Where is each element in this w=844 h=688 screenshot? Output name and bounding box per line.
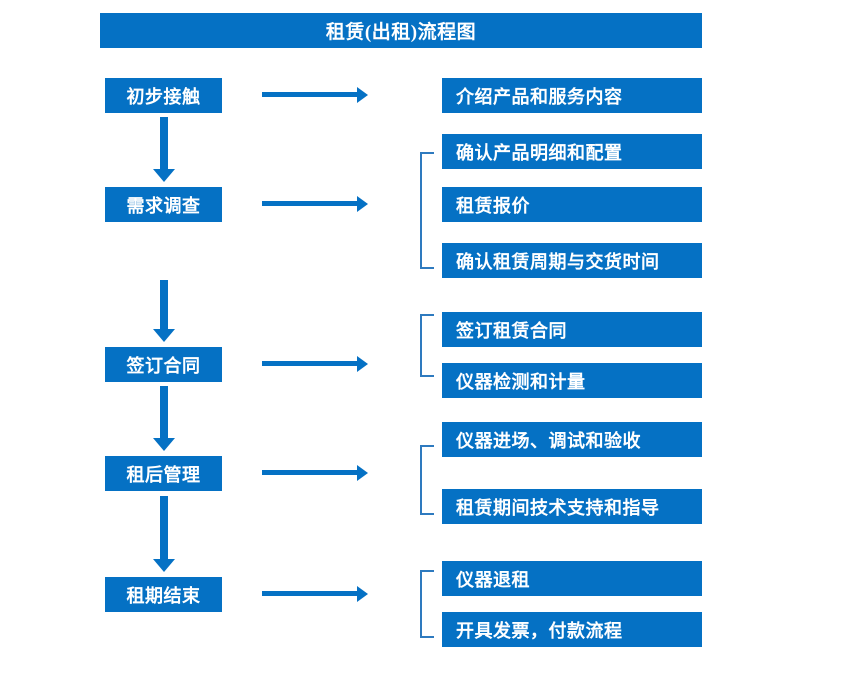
arrow-shaft [160,496,168,559]
arrow-head [357,87,368,103]
grouping-bracket-stage2 [420,152,434,269]
arrow-shaft [160,386,168,438]
arrow-shaft [262,201,357,206]
horizontal-arrow-stage1 [262,87,368,103]
arrow-shaft [160,117,168,169]
stage-box-qianding-hetong[interactable]: 签订合同 [105,347,222,382]
horizontal-arrow-stage3 [262,356,368,372]
stage-box-zuhou-guanli[interactable]: 租后管理 [105,456,222,491]
grouping-bracket-stage5 [420,570,434,638]
arrow-shaft [262,361,357,366]
stage-box-zuqi-jieshu[interactable]: 租期结束 [105,577,222,612]
arrow-shaft [262,591,357,596]
detail-box-jieshao-chanpin-fuwu[interactable]: 介绍产品和服务内容 [442,78,702,113]
detail-box-yiqi-jinchang-tiaoshi[interactable]: 仪器进场、调试和验收 [442,422,702,457]
horizontal-arrow-stage4 [262,465,368,481]
detail-box-qianding-zulin-hetong[interactable]: 签订租赁合同 [442,312,702,347]
vertical-arrow-stage2-to-stage3 [153,280,175,342]
grouping-bracket-stage3 [420,314,434,377]
arrow-head [153,438,175,451]
grouping-bracket-stage4 [420,445,434,515]
detail-box-queren-chanpin-mingxi[interactable]: 确认产品明细和配置 [442,134,702,169]
arrow-head [153,559,175,572]
horizontal-arrow-stage5 [262,586,368,602]
stage-box-xuqiu-diaocha[interactable]: 需求调查 [105,187,222,222]
vertical-arrow-stage4-to-stage5 [153,496,175,572]
arrow-shaft [160,280,168,329]
detail-box-yiqi-jiance-jiliang[interactable]: 仪器检测和计量 [442,363,702,398]
stage-box-chubu-jiechu[interactable]: 初步接触 [105,78,222,113]
detail-box-queren-zulin-zhouqi[interactable]: 确认租赁周期与交货时间 [442,243,702,278]
detail-box-kaiju-fapiao-fukuan[interactable]: 开具发票，付款流程 [442,612,702,647]
arrow-head [153,169,175,182]
diagram-title: 租赁(出租)流程图 [100,13,702,48]
detail-box-yiqi-tuizu[interactable]: 仪器退租 [442,561,702,596]
arrow-head [357,586,368,602]
arrow-head [357,465,368,481]
detail-box-zulin-qijian-jishu-zhichi[interactable]: 租赁期间技术支持和指导 [442,489,702,524]
horizontal-arrow-stage2 [262,196,368,212]
arrow-head [153,329,175,342]
arrow-head [357,196,368,212]
arrow-shaft [262,92,357,97]
vertical-arrow-stage1-to-stage2 [153,117,175,182]
arrow-shaft [262,470,357,475]
vertical-arrow-stage3-to-stage4 [153,386,175,451]
arrow-head [357,356,368,372]
detail-box-zulin-baojia[interactable]: 租赁报价 [442,187,702,222]
